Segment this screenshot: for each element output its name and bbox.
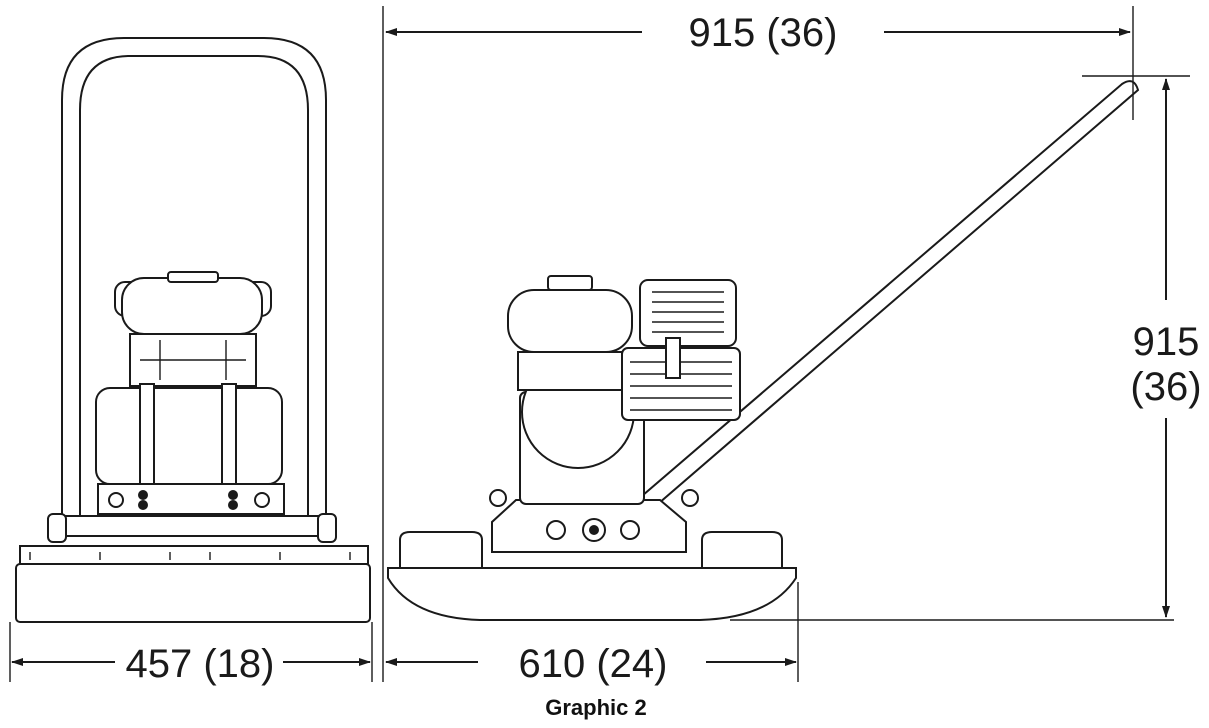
- side-length-label: 610 (24): [519, 642, 668, 686]
- side-air-filter: [507, 289, 633, 353]
- side-exciter-bolt: [546, 520, 566, 540]
- front-bumper-right: [317, 513, 337, 543]
- side-carburetor: [517, 351, 623, 391]
- side-base-plate: [387, 567, 797, 621]
- front-shock-mount: [254, 492, 270, 508]
- front-fuel-tank: [95, 387, 283, 485]
- front-shock-mount: [108, 492, 124, 508]
- front-plate-top: [19, 545, 369, 565]
- front-exciter-frame: [53, 515, 327, 537]
- side-guard-front: [399, 531, 483, 568]
- side-guard-rear: [701, 531, 783, 568]
- front-mount-plate: [97, 483, 285, 515]
- front-view: [15, 37, 371, 623]
- front-mount-bolt: [228, 500, 238, 510]
- front-engine-detail: [140, 340, 246, 380]
- front-plate-base: [15, 563, 371, 623]
- figure-caption: Graphic 2: [545, 695, 646, 720]
- front-mount-bolt: [228, 490, 238, 500]
- side-exciter-center: [589, 525, 599, 535]
- side-view: [387, 80, 1140, 621]
- dimension-lines: [9, 6, 1190, 682]
- side-shock-mount: [489, 489, 507, 507]
- side-filter-cap: [547, 275, 593, 291]
- front-mount-bolt: [138, 490, 148, 500]
- front-width-label: 457 (18): [126, 642, 275, 686]
- side-spark-plug: [665, 337, 681, 379]
- overall-height-value-label: 915: [1133, 320, 1200, 364]
- overall-height-imperial-label: (36): [1130, 365, 1201, 409]
- front-handle-inner: [79, 55, 309, 530]
- front-tank-strap-left: [139, 383, 155, 485]
- side-shock-mount: [681, 489, 699, 507]
- front-bumper-left: [47, 513, 67, 543]
- side-fuel-tank: [639, 279, 737, 347]
- front-plate-bolts: [29, 552, 351, 560]
- front-tank-strap-right: [221, 383, 237, 485]
- front-filter-cap: [167, 271, 219, 283]
- side-exciter-bolt: [620, 520, 640, 540]
- front-mount-bolt: [138, 500, 148, 510]
- side-tank-grille: [652, 291, 724, 333]
- overall-length-label: 915 (36): [689, 11, 838, 55]
- front-air-filter: [121, 277, 263, 335]
